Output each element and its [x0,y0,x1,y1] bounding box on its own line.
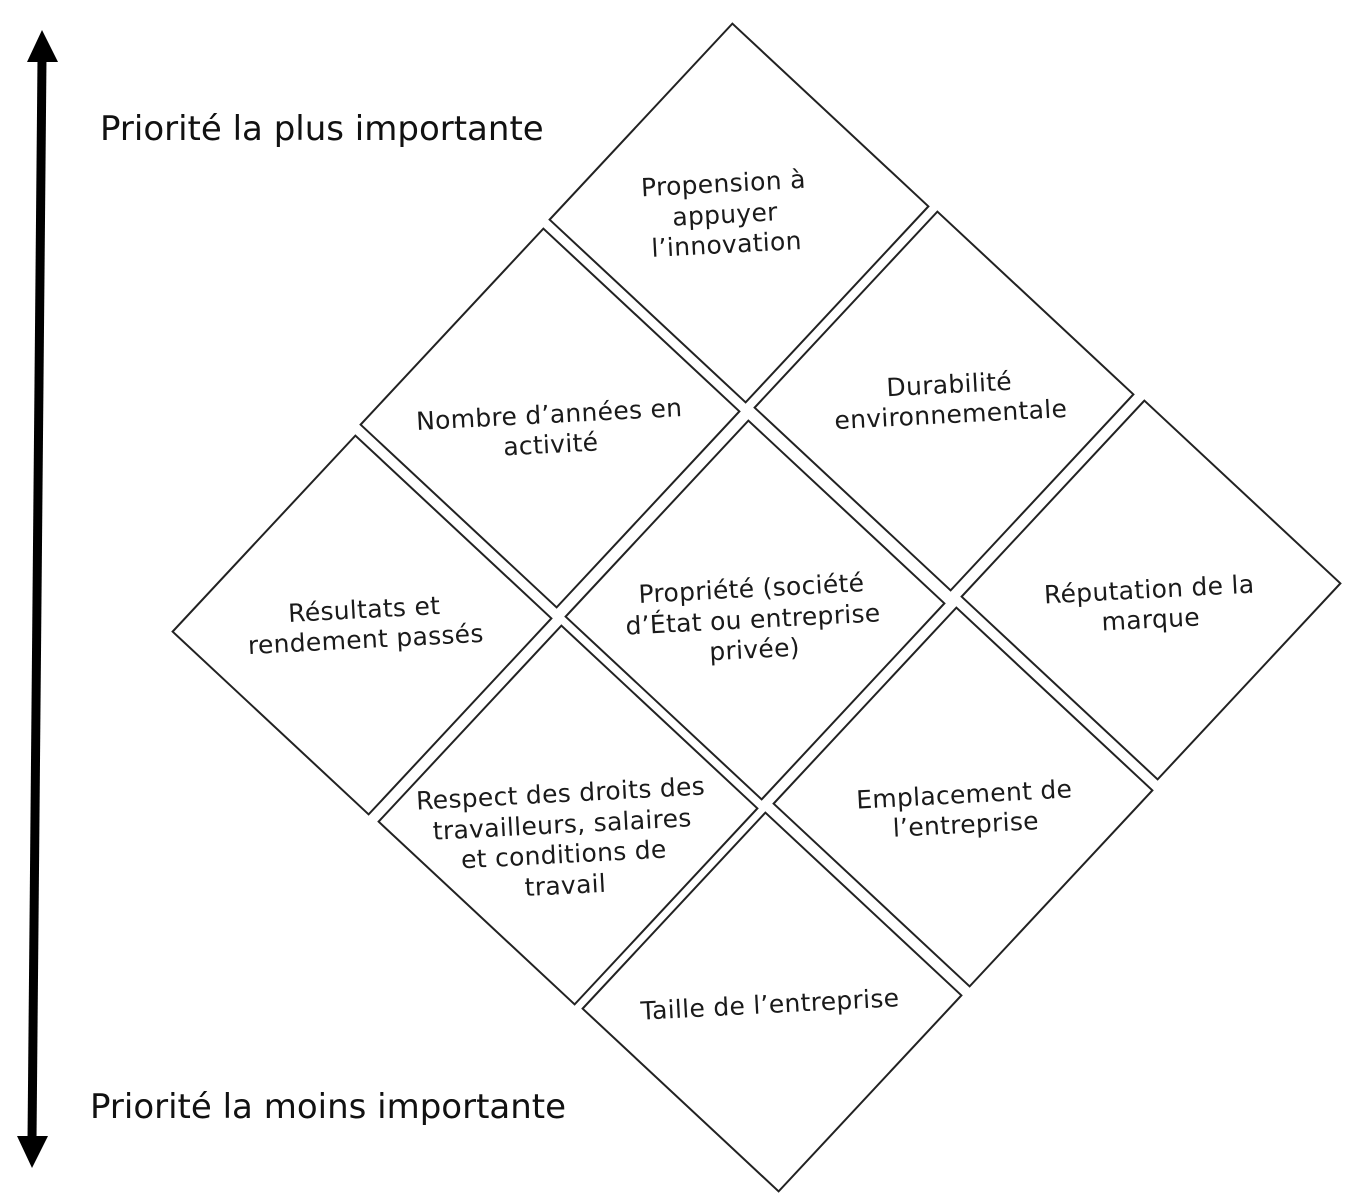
card-propriete-text: Propriété (société d’État ou entreprise … [624,568,882,667]
top-priority-label: Priorité la plus importante [100,109,544,149]
bottom-priority-label: Priorité la moins importante [90,1087,567,1127]
card-durabilite-text: Durabilité environnementale [833,366,1068,436]
card-innovation-text: Propension à appuyer l’innovation [640,165,807,264]
card-reputation-text: Réputation de la marque [1043,569,1256,637]
arrow-shaft [27,57,47,1141]
card-annees-text: Nombre d’années en activité [415,392,683,462]
arrow-head-down-icon [17,1136,48,1168]
card-taille-text: Taille de l’entreprise [639,982,901,1026]
card-resultats-text: Résultats et rendement passés [247,590,485,661]
card-emplacement-text: Emplacement de l’entreprise [855,773,1073,843]
priority-axis-arrow [17,30,58,1168]
arrow-head-up-icon [27,30,58,62]
